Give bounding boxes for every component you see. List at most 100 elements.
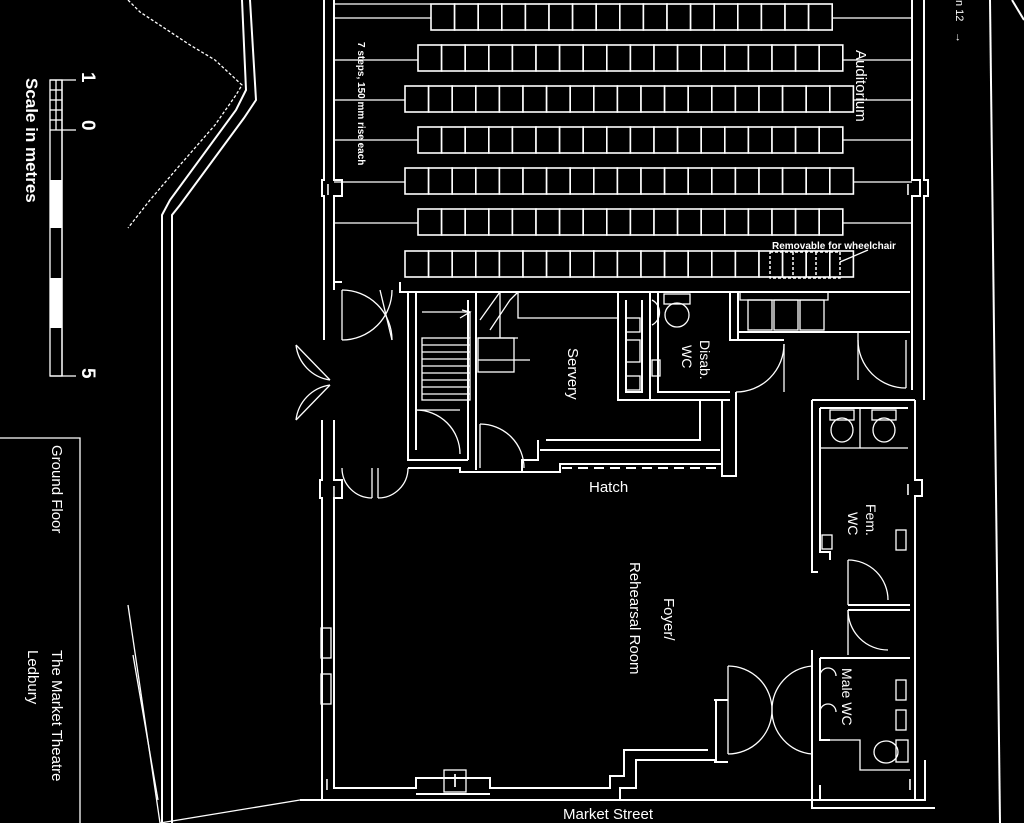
auditorium-seat [828,85,855,113]
auditorium-seat [616,167,642,195]
auditorium-seat [818,44,844,72]
auditorium-seat [582,126,608,154]
svg-text:I: I [906,182,910,199]
auditorium-seat [417,44,443,72]
auditorium-seat [805,250,831,278]
auditorium-seat [569,85,595,113]
auditorium-seat [736,3,763,31]
auditorium-seat [653,44,679,72]
interior-walls [334,281,910,477]
auditorium-seat [629,208,655,236]
auditorium-seat [784,3,810,31]
auditorium-seat [794,126,820,154]
auditorium-seat [700,126,726,154]
svg-text:I: I [908,777,912,794]
auditorium-seat [747,126,773,154]
auditorium-seat [605,208,632,236]
auditorium-seat [464,208,490,236]
auditorium-seat [569,167,595,195]
wheelchair-note: Removable for wheelchair [772,241,896,252]
auditorium-seat [653,208,679,236]
auditorium-seat [663,250,689,278]
auditorium-seating [404,3,855,278]
road-arrow: → [953,32,965,43]
scale-tick-1: 1 [77,72,98,83]
auditorium-seat [805,85,831,113]
auditorium-seat [511,44,537,72]
auditorium-seat [781,85,807,113]
auditorium-seat [440,126,467,154]
auditorium-seat [474,85,501,113]
svg-text:I: I [325,777,329,794]
auditorium-seat [605,44,632,72]
auditorium-seat [558,126,584,154]
door-swings [295,289,907,763]
auditorium-seat [666,3,692,31]
auditorium-seat [687,167,713,195]
foyer-label-2: Rehearsal Room [626,562,643,675]
auditorium-seat [828,167,855,195]
steps-note: 7 steps, 150 mm rise each [355,42,366,165]
auditorium-seat [477,3,503,31]
auditorium-seat [818,208,844,236]
auditorium-seat [640,167,666,195]
auditorium-seat [417,126,443,154]
auditorium-seat [747,208,773,236]
town-name: Ledbury [24,650,41,705]
auditorium-seat [771,44,797,72]
auditorium-seat [404,167,430,195]
auditorium-seat [640,85,666,113]
auditorium-seat [758,167,784,195]
auditorium-seat [535,208,561,236]
auditorium-seat [498,250,524,278]
auditorium-seat [535,44,561,72]
building-walls: I I I I I I I [319,0,935,809]
auditorium-seat [511,126,537,154]
auditorium-seat [592,85,619,113]
toilet-block [811,399,915,780]
auditorium-seat [545,167,571,195]
auditorium-seat [758,85,784,113]
auditorium-seat [723,208,750,236]
auditorium-seat [474,167,501,195]
auditorium-seat [676,208,702,236]
street-label: Market Street [563,806,654,823]
auditorium-seat [663,167,689,195]
auditorium-seat [807,3,833,31]
svg-text:I: I [906,482,910,499]
building-name: The Market Theatre [48,650,65,781]
floor-label: Ground Floor [48,445,65,533]
road-edge [989,0,1024,823]
auditorium-seat [427,167,454,195]
auditorium-seat [723,44,750,72]
auditorium-seat [595,3,621,31]
auditorium-seat [805,167,831,195]
svg-text:I: I [452,771,457,791]
auditorium-seat [828,250,855,278]
auditorium-seat [451,167,477,195]
auditorium-seat [710,167,737,195]
staircase [421,291,618,401]
auditorium-seat [427,85,454,113]
female-wc-label-1: Fem. [863,504,879,536]
auditorium-seat [700,208,726,236]
auditorium-seat [500,3,527,31]
auditorium-seat [653,126,679,154]
road-label: n 12 [953,0,965,21]
auditorium-seat [487,126,514,154]
male-wc-label: Male WC [839,668,855,726]
auditorium-seat [781,167,807,195]
auditorium-seat [616,85,642,113]
auditorium-seat [474,250,501,278]
auditorium-seat [545,85,571,113]
auditorium-seat [522,250,548,278]
scale-tick-0: 0 [77,120,98,131]
auditorium-seat [558,208,584,236]
site-boundary [127,0,258,823]
auditorium-seat [689,3,715,31]
svg-text:I: I [326,182,330,199]
auditorium-seat [545,250,571,278]
auditorium-seat [747,44,773,72]
foyer-label-1: Foyer/ [660,598,677,641]
